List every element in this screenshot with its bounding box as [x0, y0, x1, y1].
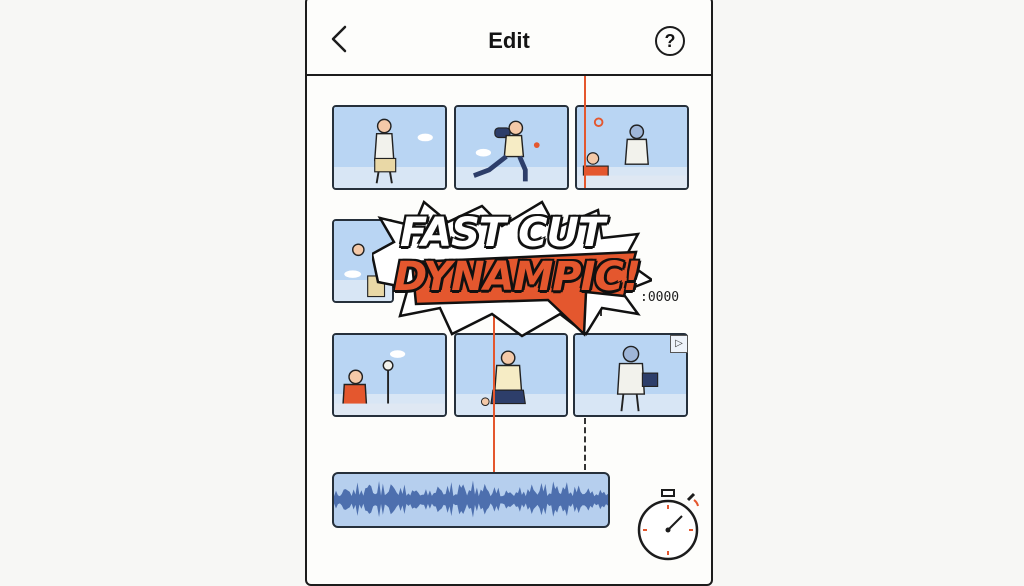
fast-cut-banner: FAST CUT DYNAMPIC! — [372, 196, 652, 346]
clip-thumbnail-5[interactable] — [332, 333, 447, 417]
stopwatch-icon[interactable] — [632, 486, 704, 562]
clip-thumbnail-3[interactable] — [575, 105, 689, 190]
back-icon[interactable] — [327, 24, 351, 54]
play-icon[interactable]: ▷ — [670, 335, 688, 353]
playhead-line[interactable] — [493, 290, 495, 528]
waveform-icon — [334, 480, 608, 518]
burst-icon — [372, 199, 652, 338]
clip-thumbnail-6[interactable] — [454, 333, 568, 417]
app-header: Edit ? — [307, 0, 711, 76]
timecode: :0000 — [640, 290, 680, 305]
help-icon[interactable]: ? — [655, 26, 685, 56]
clip-thumbnail-2[interactable] — [454, 105, 569, 190]
clip-thumbnail-7[interactable] — [573, 333, 688, 417]
audio-waveform[interactable] — [332, 472, 610, 528]
playhead-line-top[interactable] — [584, 76, 586, 188]
page-title: Edit — [488, 28, 530, 53]
clip-thumbnail-1[interactable] — [332, 105, 447, 190]
banner-title: FAST CUT — [400, 210, 605, 256]
cut-marker — [584, 418, 586, 470]
banner-subtitle: DYNAMPIC! — [394, 254, 641, 300]
